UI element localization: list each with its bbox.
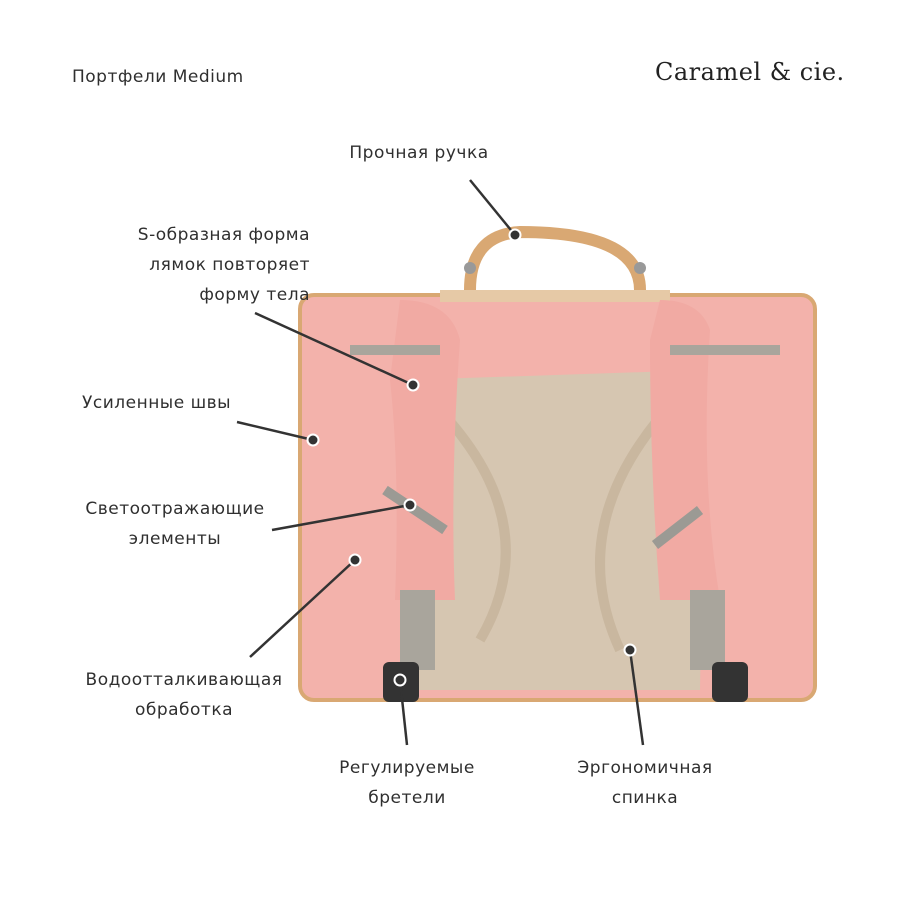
callout-line: Регулируемые — [339, 758, 475, 778]
callout-line: бретели — [368, 788, 446, 808]
callout-line: Светоотражающие — [85, 499, 265, 519]
leader-lines — [236, 179, 645, 746]
callout-handle: Прочная ручка — [349, 143, 489, 163]
callout-line: лямок повторяет — [149, 255, 310, 275]
callout-line: форму тела — [199, 285, 310, 305]
callout-reflective: Светоотражающие элементы — [85, 494, 264, 554]
callout-waterproof: Водоотталкивающая обработка — [86, 665, 283, 725]
callout-line: Водоотталкивающая — [85, 670, 283, 690]
strap-right — [650, 300, 720, 600]
handle-ring-left — [464, 262, 476, 274]
callout-straps-shape: S-образная форма лямок повторяет форму т… — [138, 220, 310, 310]
callout-line: Эргономичная — [577, 758, 713, 778]
callout-ergonomic: Эргономичная спинка — [577, 753, 712, 813]
handle-ring-right — [634, 262, 646, 274]
callout-seams: Усиленные швы — [82, 393, 232, 413]
buckle-right — [712, 662, 748, 702]
callout-adjustable: Регулируемые бретели — [339, 753, 475, 813]
callout-line: элементы — [128, 529, 222, 549]
callout-line: обработка — [134, 700, 234, 720]
bag-top-plate — [440, 290, 670, 302]
brand-logo: Caramel & cie. — [655, 58, 845, 86]
handle — [464, 225, 646, 291]
page-title: Портфели Medium — [72, 67, 244, 87]
callout-line: S-образная форма — [137, 225, 310, 245]
callout-line: спинка — [611, 788, 679, 808]
